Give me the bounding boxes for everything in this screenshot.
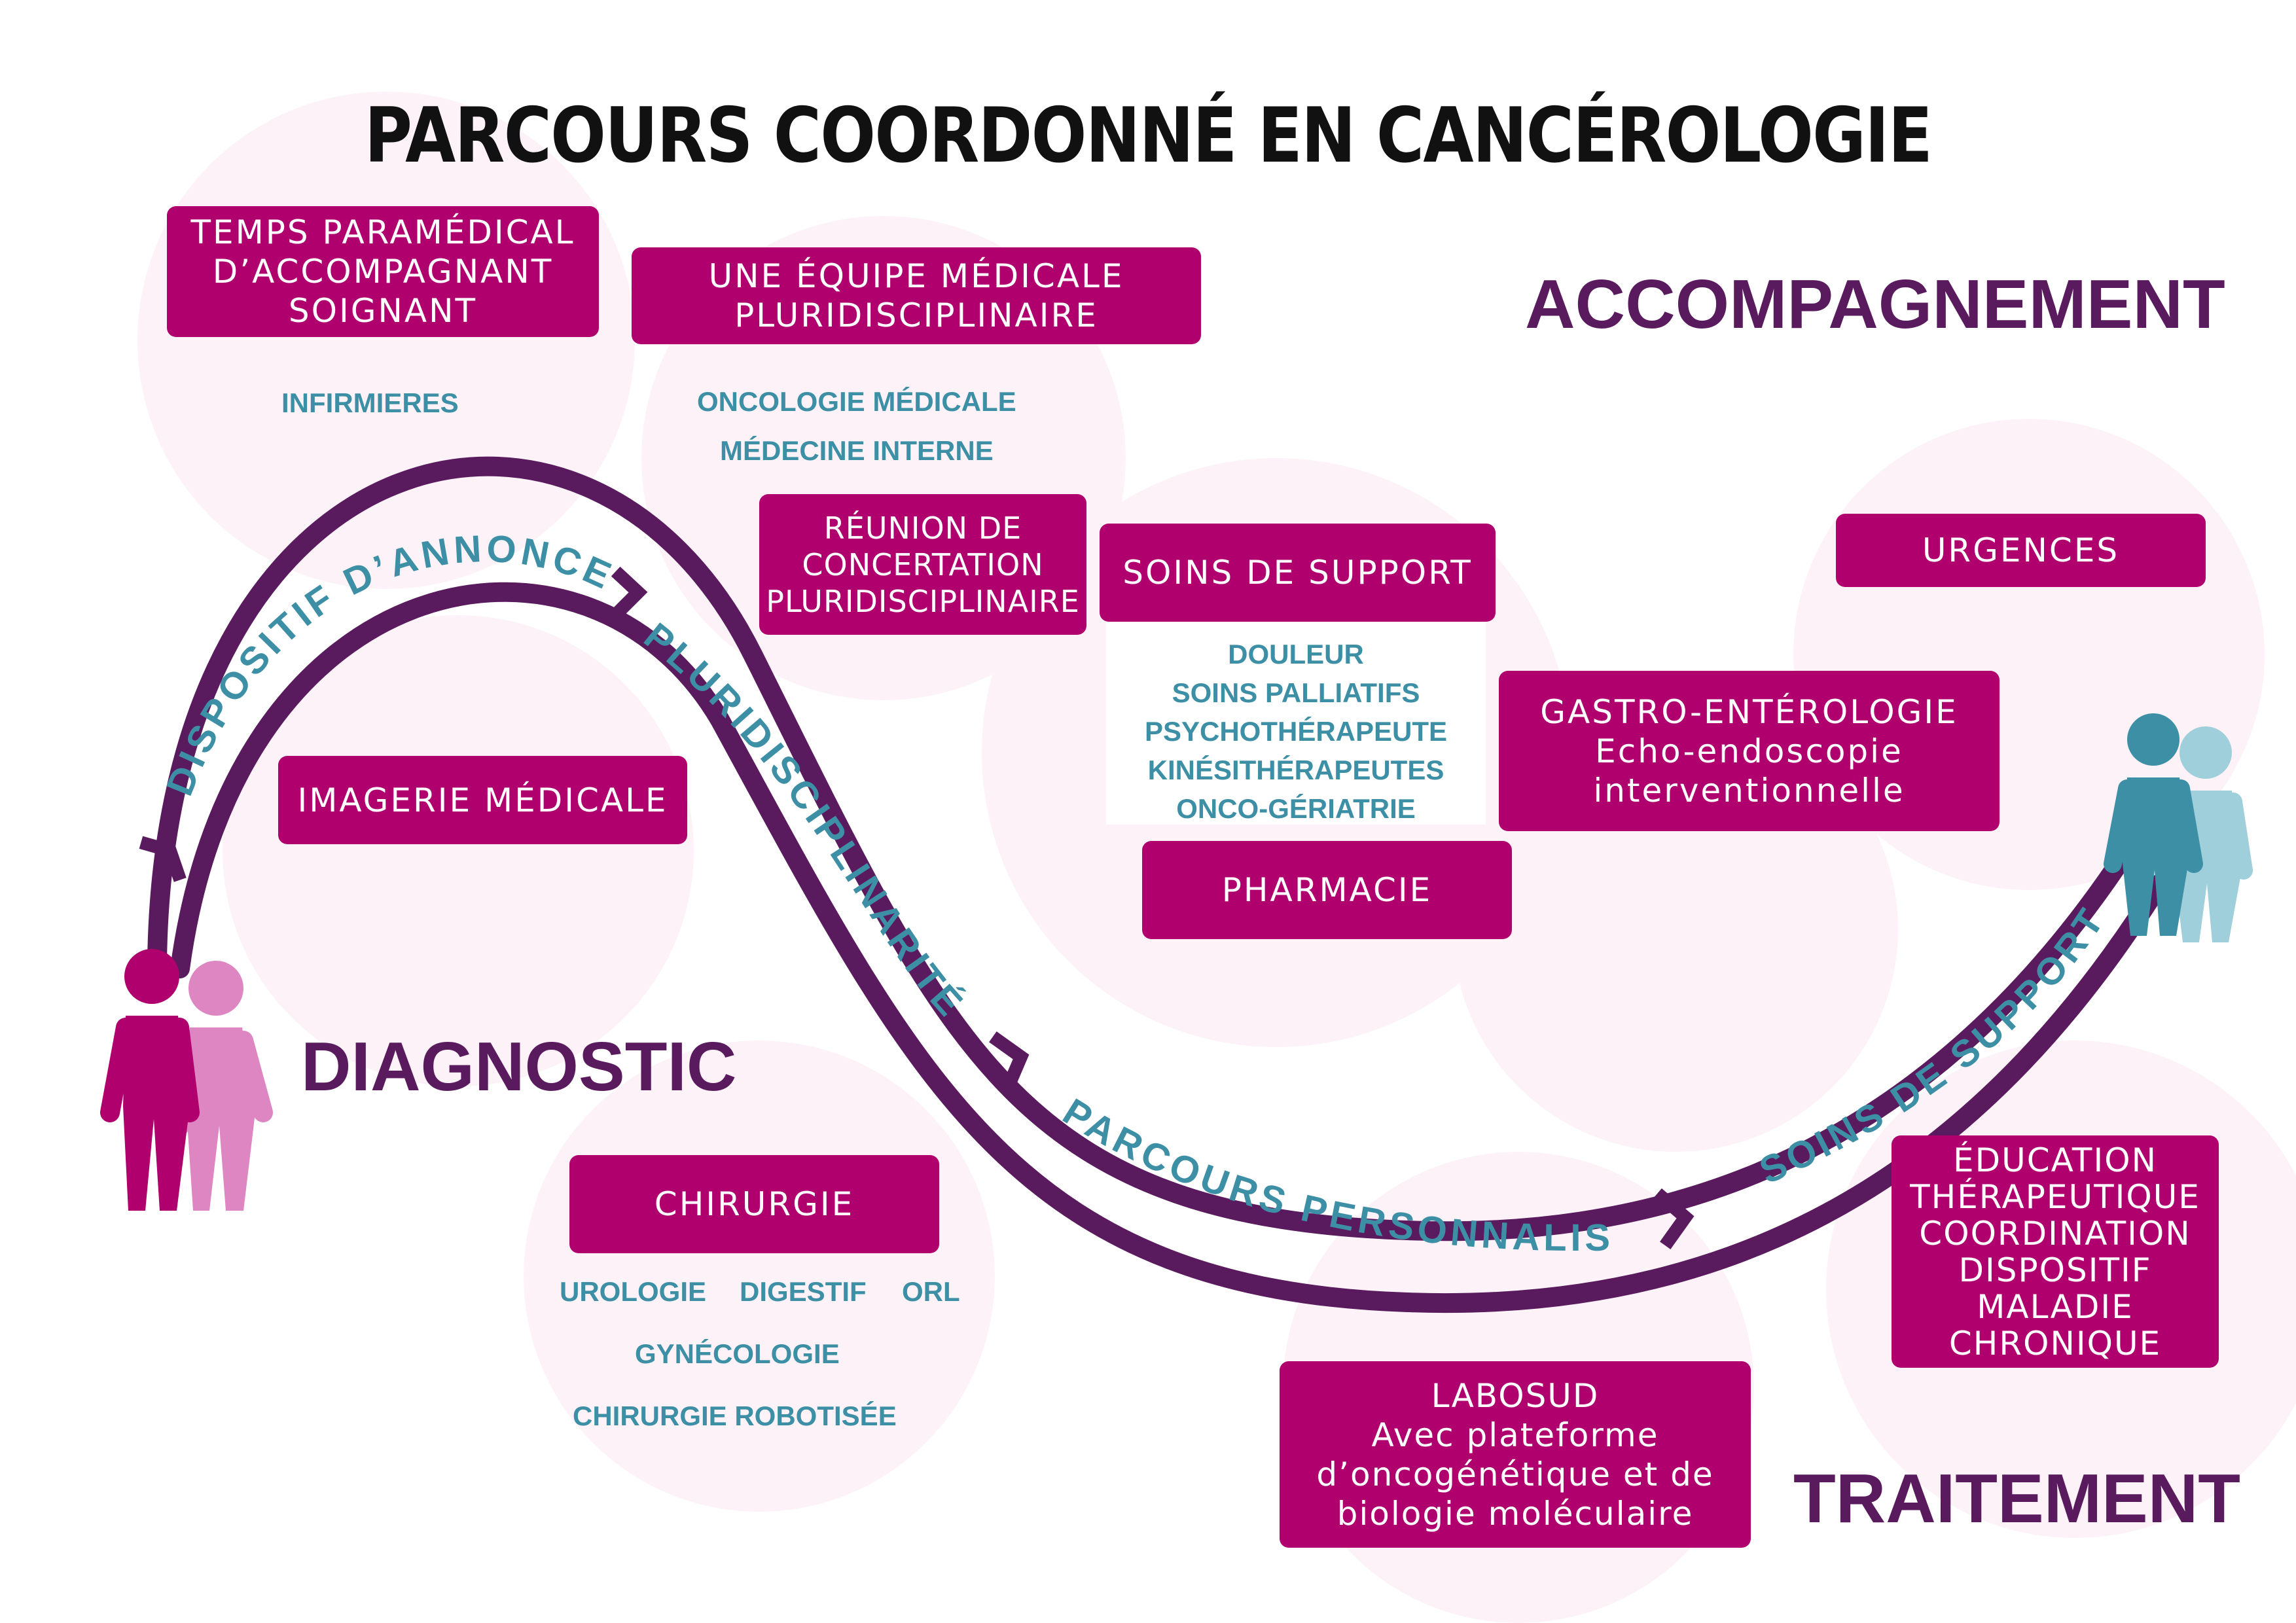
label-urologie: UROLOGIE (560, 1276, 707, 1307)
phase-traitement: TRAITEMENT (1793, 1460, 2241, 1537)
bg-circle (223, 615, 694, 1086)
list-item: KINÉSITHÉRAPEUTES (1147, 755, 1444, 785)
label-digestif: DIGESTIF (740, 1276, 867, 1307)
label-infirmieres: INFIRMIERES (281, 387, 459, 418)
label-medecine-interne: MÉDECINE INTERNE (720, 435, 994, 466)
box-soins-support: SOINS DE SUPPORT (1100, 524, 1496, 622)
soins-support-list-panel (1106, 622, 1486, 825)
label-oncologie-medicale: ONCOLOGIE MÉDICALE (697, 386, 1016, 417)
list-item: SOINS PALLIATIFS (1172, 677, 1420, 708)
list-item: DOULEUR (1228, 639, 1364, 669)
box-education-therapeutique: ÉDUCATION THÉRAPEUTIQUE COORDINATION DIS… (1892, 1135, 2219, 1368)
list-item: PSYCHOTHÉRAPEUTE (1144, 716, 1448, 747)
phase-accompagnement: ACCOMPAGNEMENT (1525, 266, 2225, 343)
label-gynecologie: GYNÉCOLOGIE (635, 1338, 840, 1369)
box-chirurgie: CHIRURGIE (569, 1155, 939, 1253)
box-gastro-enterologie: GASTRO-ENTÉROLOGIE Echo-endoscopie inter… (1499, 671, 2000, 831)
box-temps-paramedical: TEMPS PARAMÉDICAL D’ACCOMPAGNANT SOIGNAN… (167, 206, 599, 337)
page-title: PARCOURS COORDONNÉ EN CANCÉROLOGIE (364, 92, 1933, 180)
phase-diagnostic: DIAGNOSTIC (301, 1028, 737, 1105)
label-chirurgie-robotisee: CHIRURGIE ROBOTISÉE (573, 1400, 897, 1431)
box-labosud: LABOSUD Avec plateforme d’oncogénétique … (1280, 1361, 1751, 1548)
box-urgences: URGENCES (1836, 514, 2206, 587)
box-imagerie-medicale: IMAGERIE MÉDICALE (278, 756, 687, 844)
list-item: ONCO-GÉRIATRIE (1176, 793, 1416, 824)
box-reunion-concertation: RÉUNION DE CONCERTATION PLURIDISCIPLINAI… (759, 494, 1086, 635)
box-pharmacie: PHARMACIE (1142, 841, 1512, 939)
box-equipe-medicale: UNE ÉQUIPE MÉDICALE PLURIDISCIPLINAIRE (632, 247, 1201, 344)
label-orl: ORL (902, 1276, 960, 1307)
soins-support-list: DOULEUR SOINS PALLIATIFS PSYCHOTHÉRAPEUT… (1106, 635, 1486, 828)
